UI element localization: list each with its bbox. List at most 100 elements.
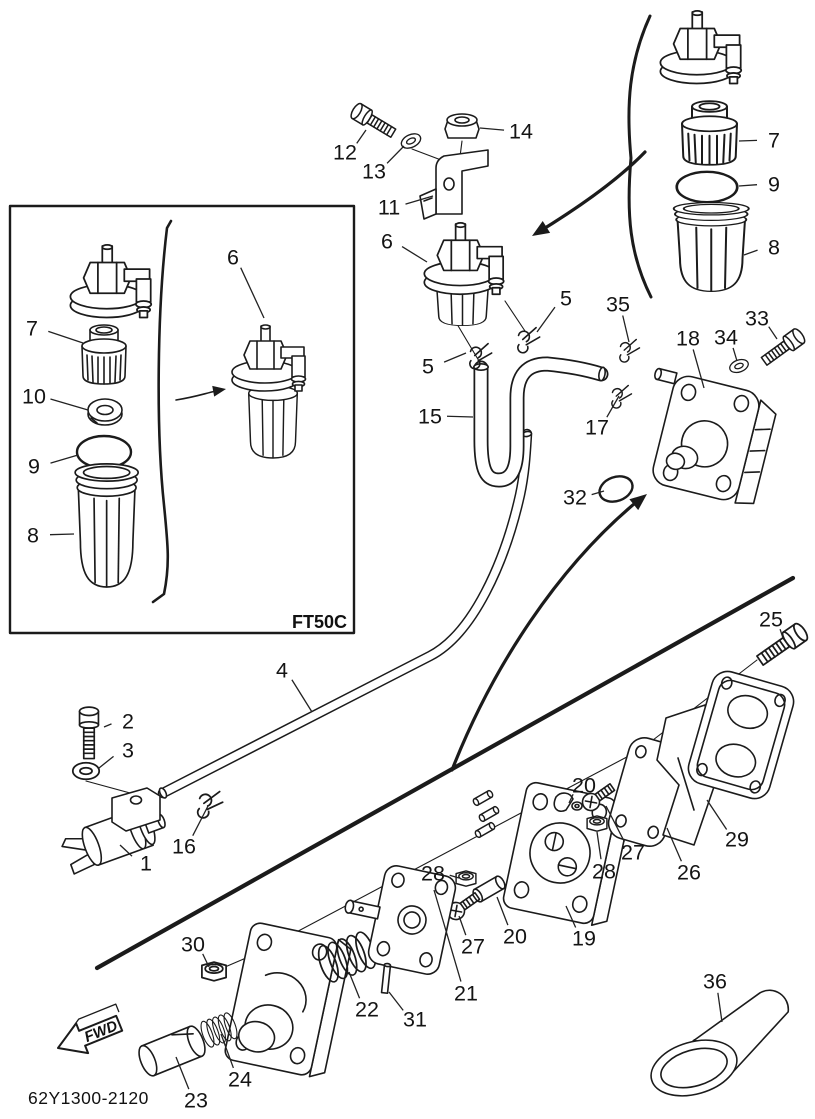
- inset-filter-cup-8: [74, 462, 140, 588]
- filter-cup-8: [672, 201, 750, 293]
- part-number-label: 28: [421, 862, 445, 886]
- part-number-label: 2: [122, 710, 134, 734]
- callout-22: 22: [348, 971, 379, 1022]
- inset-nut-10: [87, 398, 123, 426]
- clip-35: [615, 338, 643, 364]
- part-number-label: 25: [759, 608, 783, 632]
- inset-model-label: FT50C: [292, 612, 347, 632]
- callout-9: 9: [738, 173, 780, 197]
- inset-filter-element-7: [81, 324, 127, 385]
- detail-arrow-bottom: [450, 494, 647, 772]
- filter-element-7: [681, 100, 738, 166]
- nut-14: [444, 113, 480, 139]
- washer-3: [71, 761, 101, 781]
- part-number-label: 8: [768, 236, 780, 260]
- part-number-label: 10: [22, 385, 46, 409]
- callout-5: 5: [536, 287, 572, 333]
- callout-27: 27: [458, 915, 485, 959]
- callout-3: 3: [98, 739, 134, 769]
- plunger-23: [138, 1025, 206, 1077]
- callout-30: 30: [181, 933, 210, 968]
- fuel-pump-18: [652, 367, 777, 505]
- callout-9: 9: [28, 454, 79, 479]
- part-number-label: 30: [181, 933, 205, 957]
- part-number-label: 20: [572, 774, 596, 798]
- callout-2: 2: [103, 710, 134, 734]
- part-number-label: 35: [606, 293, 630, 317]
- callout-20: 20: [496, 896, 527, 949]
- callout-28: 28: [592, 831, 616, 884]
- reference-bracket: [627, 14, 653, 299]
- part-number-label: 20: [503, 925, 527, 949]
- clip-16: [193, 790, 226, 820]
- part-number-label: 21: [454, 982, 478, 1006]
- callout-15: 15: [418, 405, 474, 429]
- part-number-label: 33: [745, 307, 769, 331]
- callout-16: 16: [172, 805, 209, 859]
- part-number-label: 13: [362, 160, 386, 184]
- callout-5: 5: [422, 352, 467, 379]
- part-number-label: 9: [768, 173, 780, 197]
- pin-20: [553, 792, 583, 813]
- part-number-label: 5: [422, 355, 434, 379]
- pin-31: [380, 962, 392, 995]
- nut-28-right: [586, 815, 608, 832]
- part-number-label: 31: [403, 1008, 427, 1032]
- nut-28-left: [455, 870, 477, 887]
- detail-arrow-top: [532, 150, 647, 236]
- part-number-label: 34: [714, 326, 738, 350]
- part-number-label: 22: [355, 998, 379, 1022]
- top-right-filter-head: [659, 10, 743, 85]
- callout-4: 4: [276, 659, 313, 713]
- callout-32: 32: [563, 486, 605, 510]
- part-number-label: 7: [768, 129, 780, 153]
- bolt-12: [348, 101, 399, 142]
- bolt-33: [758, 326, 808, 369]
- part-number-label: 27: [461, 935, 485, 959]
- part-number-label: 15: [418, 405, 442, 429]
- callout-28: 28: [421, 862, 460, 886]
- cover-plate: [687, 670, 795, 800]
- washer-34: [727, 356, 751, 376]
- fwd-label: FWD: [82, 1017, 120, 1046]
- part-number-label: 27: [621, 841, 645, 865]
- part-number-label: 36: [703, 970, 727, 994]
- part-number-label: 7: [26, 317, 38, 341]
- drawing-number: 62Y1300-2120: [28, 1088, 149, 1108]
- clip-5-left: [465, 342, 496, 371]
- callout-27: 27: [605, 805, 645, 865]
- callout-20: 20: [568, 774, 596, 804]
- inset-filter-head: [69, 244, 153, 319]
- callout-11: 11: [378, 195, 434, 220]
- callout-12: 12: [333, 129, 367, 165]
- part-number-label: 11: [378, 196, 400, 220]
- clip-17: [607, 384, 635, 410]
- callout-8: 8: [743, 236, 780, 260]
- part-number-label: 8: [27, 524, 39, 548]
- part-number-label: 16: [172, 835, 196, 859]
- oring-9: [675, 170, 739, 204]
- section-divider-line: [94, 575, 796, 971]
- callout-33: 33: [745, 307, 778, 340]
- part-number-label: 14: [509, 120, 533, 144]
- part-number-label: 28: [592, 860, 616, 884]
- callout-19: 19: [565, 905, 596, 951]
- part-number-label: 3: [122, 739, 134, 763]
- callout-36: 36: [703, 970, 727, 1023]
- part-number-label: 5: [560, 287, 572, 311]
- part-number-label: 17: [585, 416, 609, 440]
- nut-30: [201, 961, 227, 982]
- filter-assembly-6: [423, 222, 505, 327]
- part-number-label: 23: [184, 1089, 208, 1113]
- callout-24: 24: [220, 1033, 252, 1092]
- bolt-2: [78, 706, 100, 760]
- inset-detail-box: [8, 204, 356, 635]
- callout-23: 23: [175, 1056, 208, 1113]
- part-number-label: 6: [381, 230, 393, 254]
- part-number-label: 29: [725, 828, 749, 852]
- oring-32: [598, 475, 634, 503]
- callout-6: 6: [227, 246, 265, 319]
- callout-34: 34: [714, 326, 738, 362]
- part-number-label: 18: [676, 327, 700, 351]
